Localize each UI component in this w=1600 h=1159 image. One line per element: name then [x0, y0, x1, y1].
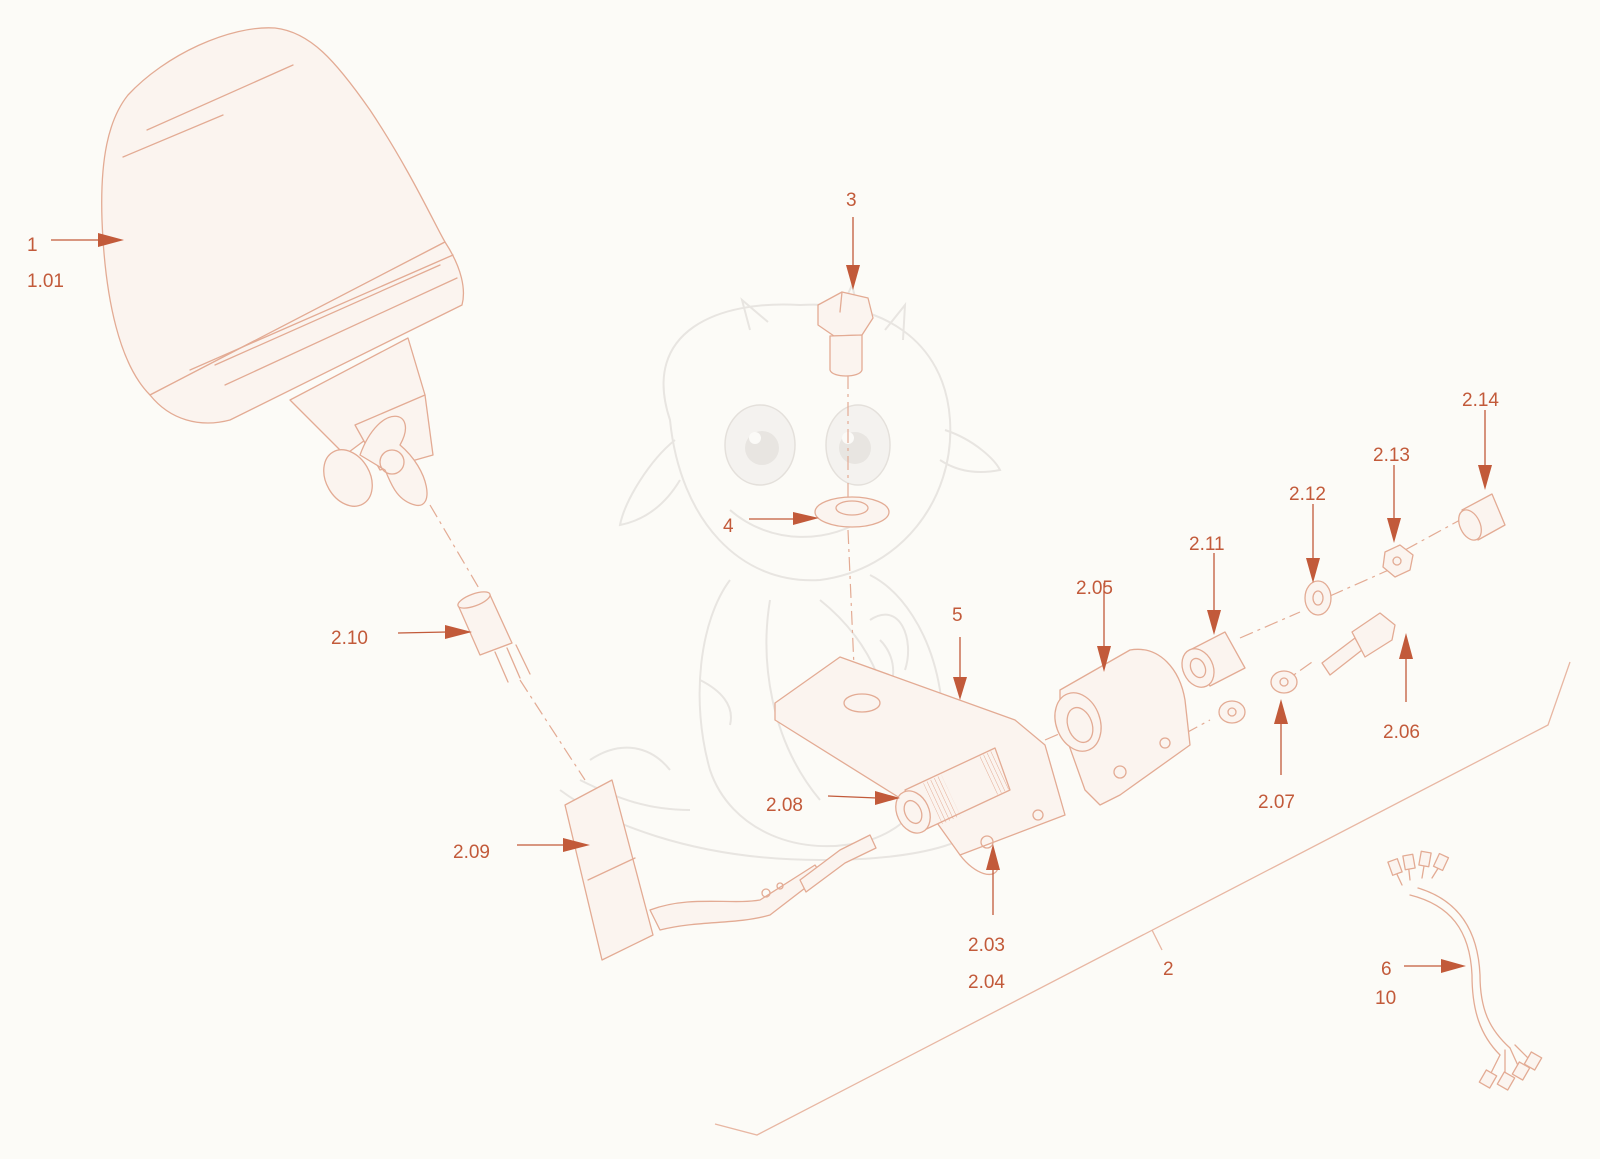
label-part-2-07: 2.07 [1258, 792, 1295, 813]
label-part-2-12: 2.12 [1289, 484, 1326, 505]
mount-pole-2-09 [564, 779, 877, 961]
label-part-2-03: 2.03 [968, 935, 1005, 956]
label-part-2-08: 2.08 [766, 795, 803, 816]
label-part-2-04: 2.04 [968, 972, 1005, 993]
label-part-2-09: 2.09 [453, 842, 490, 863]
hex-nut-2-13 [1382, 544, 1414, 578]
dragon-watermark [559, 281, 1002, 862]
assembly-2-bracket [714, 661, 1571, 1136]
label-part-2-10: 2.10 [331, 628, 368, 649]
label-part-6: 6 [1381, 959, 1392, 980]
clamp-housing-2-05 [1054, 648, 1191, 806]
label-part-2-14: 2.14 [1462, 390, 1499, 411]
spacer-2-11 [1181, 631, 1246, 688]
label-part-1: 1 [27, 235, 38, 256]
lamp-dome [101, 27, 465, 507]
washer-4 [814, 496, 890, 528]
label-part-2-11: 2.11 [1189, 534, 1225, 555]
label-part-2-05: 2.05 [1076, 578, 1113, 599]
label-part-5: 5 [952, 605, 963, 626]
washer-2-12 [1304, 580, 1332, 616]
hex-bolt-3 [817, 291, 874, 377]
label-part-1-01: 1.01 [27, 271, 64, 292]
connector-2-10 [457, 591, 531, 683]
wire-harness-6 [1387, 850, 1543, 1091]
leader-arrows [51, 217, 1492, 973]
label-part-10: 10 [1375, 988, 1397, 1009]
label-part-2-13: 2.13 [1373, 445, 1410, 466]
knurled-cylinder-2-08 [895, 747, 1012, 834]
label-part-4: 4 [723, 516, 734, 537]
label-assembly-2: 2 [1163, 959, 1174, 980]
end-cap-2-14 [1458, 493, 1506, 541]
screw-2-06 [1321, 612, 1396, 676]
label-part-2-06: 2.06 [1383, 722, 1420, 743]
bracket-plate-5 [774, 656, 1066, 876]
washer-2-07 [1218, 670, 1298, 724]
label-part-3: 3 [846, 190, 857, 211]
